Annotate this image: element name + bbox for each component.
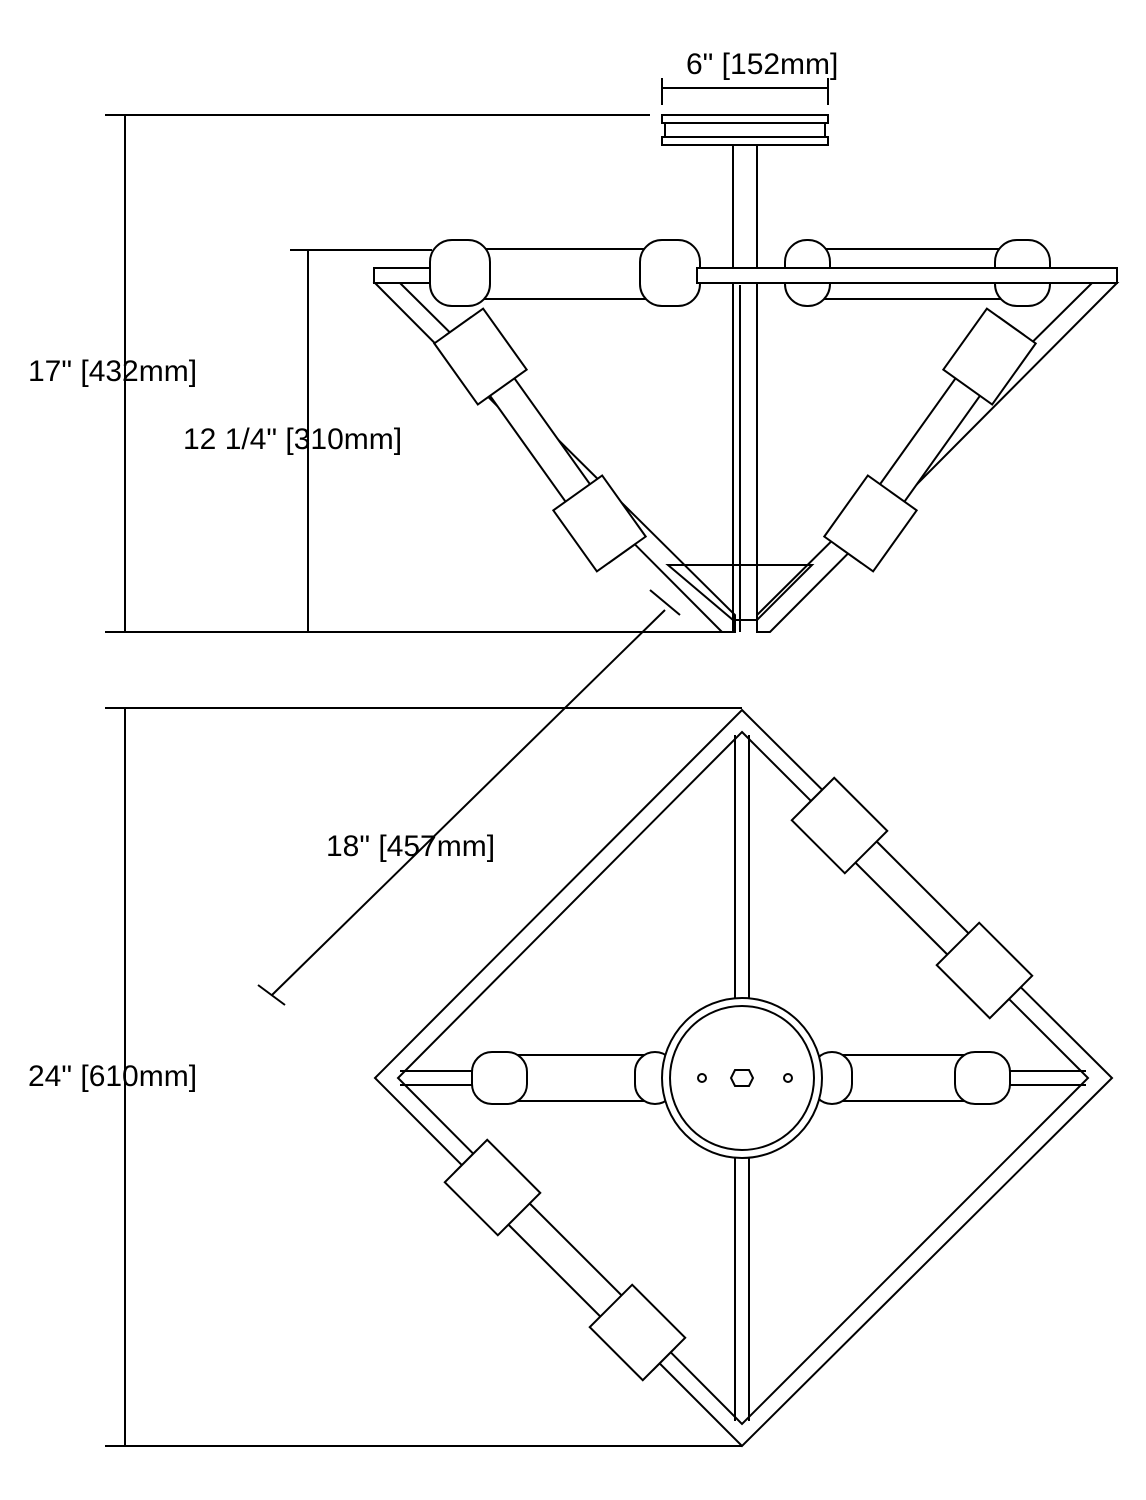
diagonal-width-label: 24" [610mm] [28, 1060, 198, 1093]
dimension-lines [105, 78, 829, 1447]
canopy-body [664, 122, 826, 138]
nut-icon [729, 1069, 755, 1087]
side-width-label: 18" [457mm] [326, 830, 496, 863]
canopy-plate [661, 114, 829, 124]
overall-height-label: 17" [432mm] [28, 355, 198, 388]
canopy-width-label: 6" [152mm] [686, 48, 839, 81]
top-view [373, 708, 1114, 1448]
side-view [372, 114, 1120, 633]
socket [639, 239, 701, 307]
body-height-label: 12 1/4" [310mm] [183, 423, 403, 456]
light-tube [469, 248, 651, 300]
socket [429, 239, 491, 307]
